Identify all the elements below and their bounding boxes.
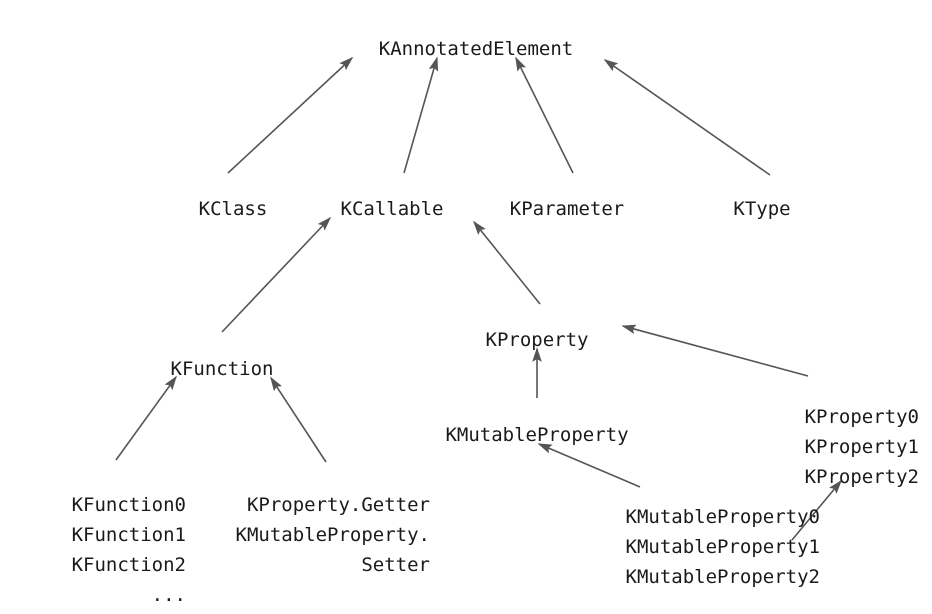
node-kannotatedelement: KAnnotatedElement bbox=[378, 38, 574, 60]
node-kmutableproperty: KMutableProperty bbox=[445, 424, 629, 446]
node-kfunction-numbered-line-1: KFunction1 bbox=[71, 524, 186, 546]
node-kproperty-numbered-line-1: KProperty1 bbox=[804, 436, 919, 458]
node-kproperty: KProperty bbox=[485, 329, 589, 351]
node-kproperty-numbered-line-0: KProperty0 bbox=[804, 406, 919, 428]
edge-kparameter-to-kannotatedelement bbox=[515, 56, 574, 174]
node-kmutableproperty-numbered-line-2: KMutableProperty2 bbox=[625, 566, 820, 588]
edge-kfunction-to-kcallable bbox=[221, 216, 332, 333]
node-kclass: KClass bbox=[198, 198, 268, 220]
node-kfunction-numbered-line-3: ... bbox=[151, 584, 186, 606]
node-kproperty-accessors-line-0: KProperty.Getter bbox=[246, 494, 430, 516]
node-kmutableproperty-numbered-line-0: KMutableProperty0 bbox=[625, 506, 820, 528]
node-kparameter: KParameter bbox=[509, 198, 625, 220]
node-kfunction: KFunction bbox=[170, 358, 274, 380]
edges-group bbox=[115, 56, 843, 541]
node-ktype: KType bbox=[733, 198, 791, 220]
edge-kpropertyaccessors-to-kfunction bbox=[270, 376, 327, 463]
node-kproperty-accessors-line-1: KMutableProperty. bbox=[235, 524, 430, 546]
edge-ktype-to-kannotatedelement bbox=[603, 59, 771, 176]
node-kfunction-numbered-line-0: KFunction0 bbox=[71, 494, 186, 516]
edge-kfunctionnumbered-to-kfunction bbox=[115, 375, 177, 461]
edge-kpropertynumbered-to-kproperty bbox=[621, 324, 809, 377]
node-kcallable: KCallable bbox=[340, 198, 444, 220]
edge-kclass-to-kannotatedelement bbox=[227, 56, 354, 174]
node-kfunction-numbered-line-2: KFunction2 bbox=[71, 554, 186, 576]
edge-kproperty-to-kcallable bbox=[472, 220, 541, 305]
node-kmutableproperty-numbered-line-1: KMutableProperty1 bbox=[625, 536, 820, 558]
edge-kmutablepropertynumbered-to-kmutableproperty bbox=[537, 443, 641, 488]
node-kproperty-numbered-line-2: KProperty2 bbox=[804, 466, 919, 488]
node-kproperty-accessors-line-2: Setter bbox=[361, 554, 430, 576]
edge-kcallable-to-kannotatedelement bbox=[403, 56, 439, 174]
